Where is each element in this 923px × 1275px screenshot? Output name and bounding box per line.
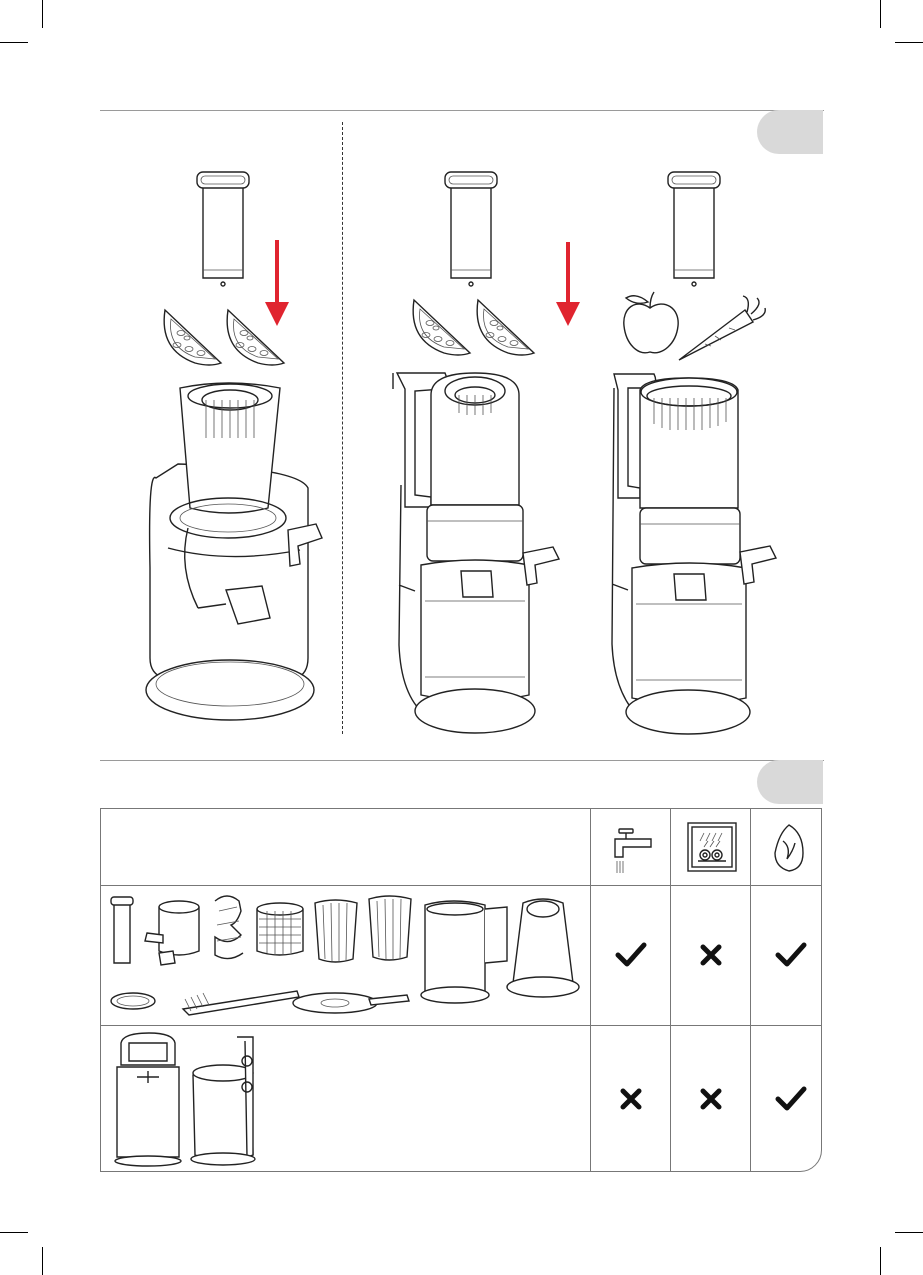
- section-tab: [757, 760, 823, 804]
- motor-base-illustration: [111, 1031, 291, 1167]
- cleaning-table: [100, 808, 822, 1172]
- cross-icon: [691, 1079, 731, 1119]
- crop-mark: [0, 1232, 28, 1233]
- juicer-wide-chute-illustration: [604, 368, 804, 740]
- cross-icon: [611, 1079, 651, 1119]
- dishwasher-icon: [686, 821, 738, 873]
- check-icon: [771, 935, 811, 975]
- crop-mark: [42, 1247, 43, 1275]
- cross-icon: [691, 935, 731, 975]
- juicer-jug-illustration: [385, 365, 575, 740]
- crop-mark: [0, 42, 28, 43]
- citrus-slice-icon: [218, 305, 288, 370]
- citrus-slice-icon: [404, 295, 474, 360]
- faucet-water-icon: [611, 823, 655, 875]
- citrus-slice-icon: [155, 305, 225, 370]
- section-tab: [757, 110, 823, 154]
- apple-icon: [618, 290, 683, 360]
- pusher-illustration: [195, 170, 255, 290]
- check-icon: [611, 935, 651, 975]
- check-icon: [771, 1079, 811, 1119]
- section-rule: [100, 110, 824, 111]
- down-arrow-icon: [553, 242, 583, 332]
- crop-mark: [880, 1247, 881, 1275]
- crop-mark: [895, 42, 923, 43]
- crop-mark: [880, 0, 881, 28]
- crop-mark: [42, 0, 43, 28]
- soft-cloth-icon: [773, 823, 807, 873]
- carrot-icon: [675, 292, 770, 364]
- citrus-slice-icon: [468, 295, 538, 360]
- pusher-illustration: [443, 170, 503, 290]
- pusher-illustration: [666, 170, 726, 290]
- crop-mark: [895, 1232, 923, 1233]
- removable-parts-illustration: [107, 891, 589, 1019]
- divider-dashed: [342, 122, 343, 734]
- section-rule: [100, 760, 824, 761]
- juicer-large-chute-illustration: [138, 378, 328, 738]
